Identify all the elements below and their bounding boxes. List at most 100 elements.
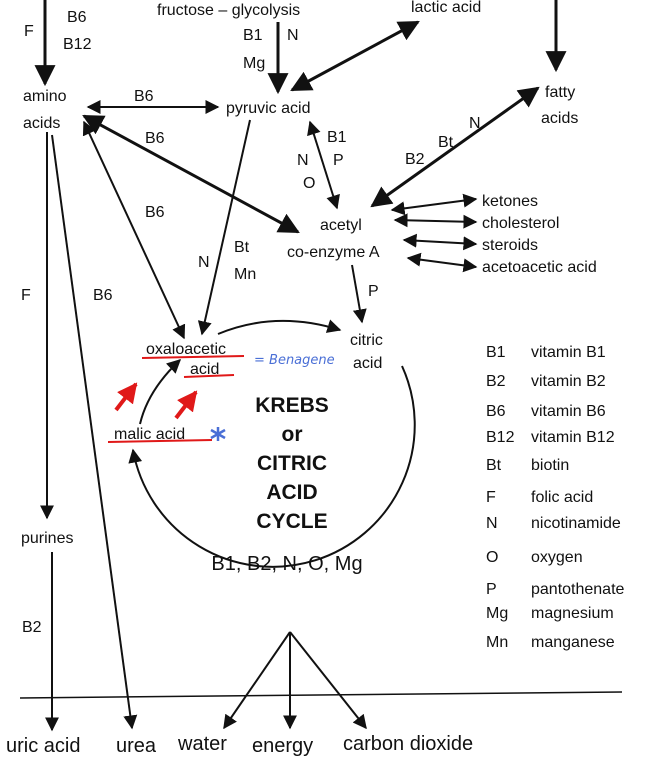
edge-label-p-pyruvic-acetyl: P: [333, 152, 344, 169]
annotation-benagene: = Benagene: [254, 353, 335, 368]
krebs-cycle-ring: [128, 319, 416, 568]
label-citric: citric: [350, 332, 383, 349]
arrow-pyruvic-lactic: [290, 20, 420, 92]
label-cholesterol: cholesterol: [482, 215, 559, 232]
legend-abbr: B12: [486, 429, 515, 446]
arrow-fatty-acetyl: [370, 86, 540, 208]
edge-label-b1-pyruvic-acetyl: B1: [327, 129, 347, 146]
legend-name: vitamin B12: [531, 429, 615, 446]
label-fatty-acids-2: acids: [541, 110, 578, 127]
cycle-title-cycle: CYCLE: [256, 510, 327, 533]
legend-abbr: F: [486, 489, 496, 506]
edge-labels: F B6 B12 B1 N Mg B6 B6 B1 P N O Bt N B2 …: [21, 9, 481, 636]
output-carbon-dioxide: carbon dioxide: [343, 733, 473, 755]
edge-label-b6-amino-oxaloacetic: B6: [145, 204, 165, 221]
legend-name: vitamin B1: [531, 344, 606, 361]
red-arrow-left: [114, 382, 138, 412]
arrow-acetyl-ketones: [390, 193, 478, 216]
legend-name: vitamin B2: [531, 373, 606, 390]
cycle-title-krebs: KREBS: [255, 394, 329, 417]
arrow-acetyl-cholesterol: [393, 213, 478, 229]
legend-abbr: B1: [486, 344, 506, 361]
cycle-arc-citric-to-malic: [128, 365, 416, 568]
arrow-cycle-water: [223, 631, 291, 730]
label-fatty-acids-1: fatty: [545, 84, 575, 101]
legend-abbr: Bt: [486, 457, 502, 474]
edge-label-o-pyruvic-acetyl: O: [303, 175, 315, 192]
edge-label-p-acetyl-citric: P: [368, 283, 379, 300]
legend: B1 vitamin B1 B2 vitamin B2 B6 vitamin B…: [486, 344, 625, 651]
legend-abbr: P: [486, 581, 497, 598]
legend-abbr: B2: [486, 373, 506, 390]
edge-label-b2-purines: B2: [22, 619, 42, 636]
label-fructose-glycolysis: fructose – glycolysis: [157, 2, 300, 19]
legend-abbr: O: [486, 549, 498, 566]
outputs: uric acid urea water energy carbon dioxi…: [6, 733, 473, 757]
edge-label-b12-top: B12: [63, 36, 92, 53]
legend-name: oxygen: [531, 549, 583, 566]
cycle-title-or: or: [282, 423, 303, 446]
edge-label-f-top: F: [24, 23, 34, 40]
label-steroids: steroids: [482, 237, 538, 254]
arrow-pyruvic-oxaloacetic: [197, 119, 251, 336]
output-uric-acid: uric acid: [6, 735, 80, 757]
label-amino-acids-1: amino: [23, 88, 67, 105]
label-purines: purines: [21, 530, 73, 547]
cycle-title-citric: CITRIC: [257, 452, 327, 475]
cycle-title-acid: ACID: [266, 481, 317, 504]
cycle-cofactors: B1, B2, N, O, Mg: [211, 553, 362, 575]
legend-abbr: Mn: [486, 634, 508, 651]
output-baseline: [19, 691, 623, 699]
edge-label-n-glycolysis: N: [287, 27, 299, 44]
edge-label-n-pyruvic-acetyl: N: [297, 152, 309, 169]
label-amino-acids-2: acids: [23, 115, 60, 132]
output-urea: urea: [116, 735, 157, 757]
label-acetoacetic-acid: acetoacetic acid: [482, 259, 597, 276]
legend-name: manganese: [531, 634, 615, 651]
red-highlights: [107, 355, 245, 443]
node-labels: fructose – glycolysis lactic acid fatty …: [21, 0, 597, 547]
arrow-pyruvic-acetyl: [307, 120, 340, 210]
output-energy: energy: [252, 735, 313, 757]
edge-label-n-fatty: N: [469, 115, 481, 132]
edge-label-b6-amino-pyruvic: B6: [134, 88, 154, 105]
arrow-cycle-carbon-dioxide: [289, 631, 367, 730]
legend-name: biotin: [531, 457, 569, 474]
label-ketones: ketones: [482, 193, 538, 210]
malic-acid-underline: [107, 439, 213, 443]
edge-label-b6-amino-acetyl: B6: [145, 130, 165, 147]
legend-name: nicotinamide: [531, 515, 621, 532]
label-pyruvic-acid: pyruvic acid: [226, 100, 310, 117]
label-citric-acid: acid: [353, 355, 382, 372]
oxaloacetic-acid-underline: [183, 374, 235, 378]
output-water: water: [177, 733, 227, 755]
legend-name: vitamin B6: [531, 403, 606, 420]
cycle-title: KREBS or CITRIC ACID CYCLE B1, B2, N, O,…: [211, 394, 362, 575]
edge-label-b1-glycolysis: B1: [243, 27, 263, 44]
blue-asterisk-icon: [210, 427, 226, 441]
legend-name: folic acid: [531, 489, 593, 506]
edge-label-bt-pyruvic-oxaloacetic: Bt: [234, 239, 250, 256]
edge-label-mn-pyruvic-oxaloacetic: Mn: [234, 266, 256, 283]
legend-name: pantothenate: [531, 581, 625, 598]
edge-label-b2-fatty: B2: [405, 151, 425, 168]
cycle-arc-oxaloacetic-to-citric: [217, 319, 342, 335]
edge-label-n-pyruvic-oxaloacetic: N: [198, 254, 210, 271]
legend-name: magnesium: [531, 605, 614, 622]
oxaloacetic-underline: [141, 355, 245, 359]
label-malic-acid: malic acid: [114, 426, 185, 443]
edge-label-mg-glycolysis: Mg: [243, 55, 265, 72]
cycle-arc-malic-to-oxaloacetic: [139, 359, 182, 425]
arrow-acetyl-steroids: [402, 233, 478, 251]
arrow-amino-acetyl: [82, 114, 300, 234]
edge-label-f-left: F: [21, 287, 31, 304]
label-oxaloacetic-acid: acid: [190, 361, 219, 378]
arrow-acetyl-acetoacetic: [406, 252, 478, 273]
legend-abbr: N: [486, 515, 498, 532]
label-lactic-acid: lactic acid: [411, 0, 481, 16]
label-co-enzyme-a: co-enzyme A: [287, 244, 380, 261]
arrow-amino-urea: [51, 134, 138, 730]
pathway-arrows: [19, 0, 623, 732]
legend-abbr: Mg: [486, 605, 508, 622]
edge-label-bt-fatty: Bt: [438, 134, 454, 151]
